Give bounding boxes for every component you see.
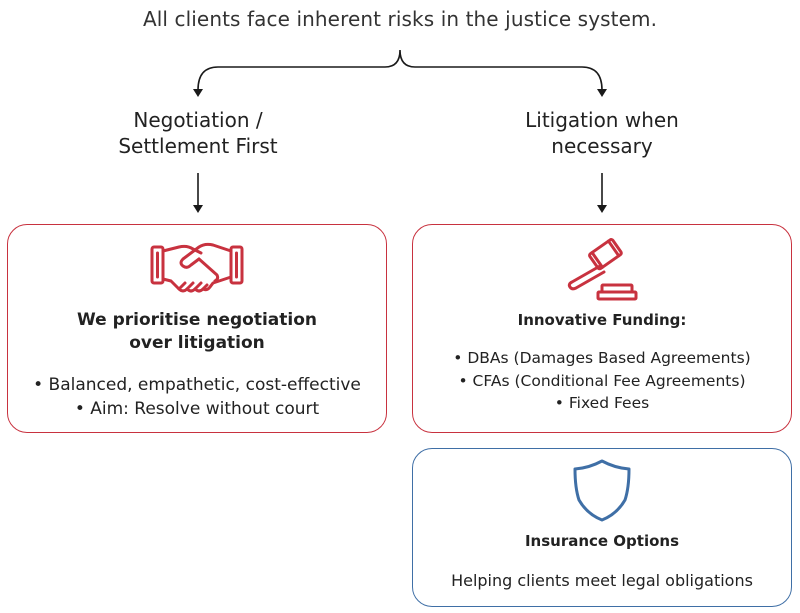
branch-title-line: Negotiation /	[133, 108, 263, 132]
arrow-right-head	[597, 205, 607, 213]
branch-title-litigation: Litigation when necessary	[492, 107, 712, 159]
branch-title-negotiation: Negotiation / Settlement First	[98, 107, 298, 159]
card-heading-line: We prioritise negotiation	[76, 310, 318, 330]
card-heading: We prioritise negotiation over litigatio…	[8, 309, 386, 355]
branch-title-line: Settlement First	[118, 134, 278, 158]
gavel-icon	[413, 235, 791, 301]
branch-title-line: necessary	[551, 134, 653, 158]
brace-arrowhead-right	[597, 89, 607, 97]
diagram-title: All clients face inherent risks in the j…	[142, 7, 658, 31]
bullet-item: • DBAs (Damages Based Agreements)	[453, 349, 751, 367]
negotiation-card: We prioritise negotiation over litigatio…	[7, 224, 387, 433]
branch-title-line: Litigation when	[525, 108, 679, 132]
brace-arrowhead-left	[193, 89, 203, 97]
insurance-card: Insurance Options Helping clients meet l…	[412, 448, 792, 607]
bullet-item: • CFAs (Conditional Fee Agreements)	[458, 372, 746, 390]
card-heading: Insurance Options	[524, 532, 680, 550]
brace-connector	[197, 49, 603, 91]
bullet-item: • Aim: Resolve without court	[74, 399, 320, 419]
funding-card: Innovative Funding: • DBAs (Damages Base…	[412, 224, 792, 433]
card-description: Helping clients meet legal obligations	[451, 571, 753, 590]
card-heading-line: over litigation	[129, 333, 265, 353]
handshake-icon	[8, 239, 386, 301]
card-heading: Innovative Funding:	[517, 311, 687, 329]
shield-icon	[413, 458, 791, 522]
arrow-left-head	[193, 205, 203, 213]
bullet-item: • Fixed Fees	[554, 394, 650, 412]
bullet-item: • Balanced, empathetic, cost-effective	[33, 375, 361, 395]
